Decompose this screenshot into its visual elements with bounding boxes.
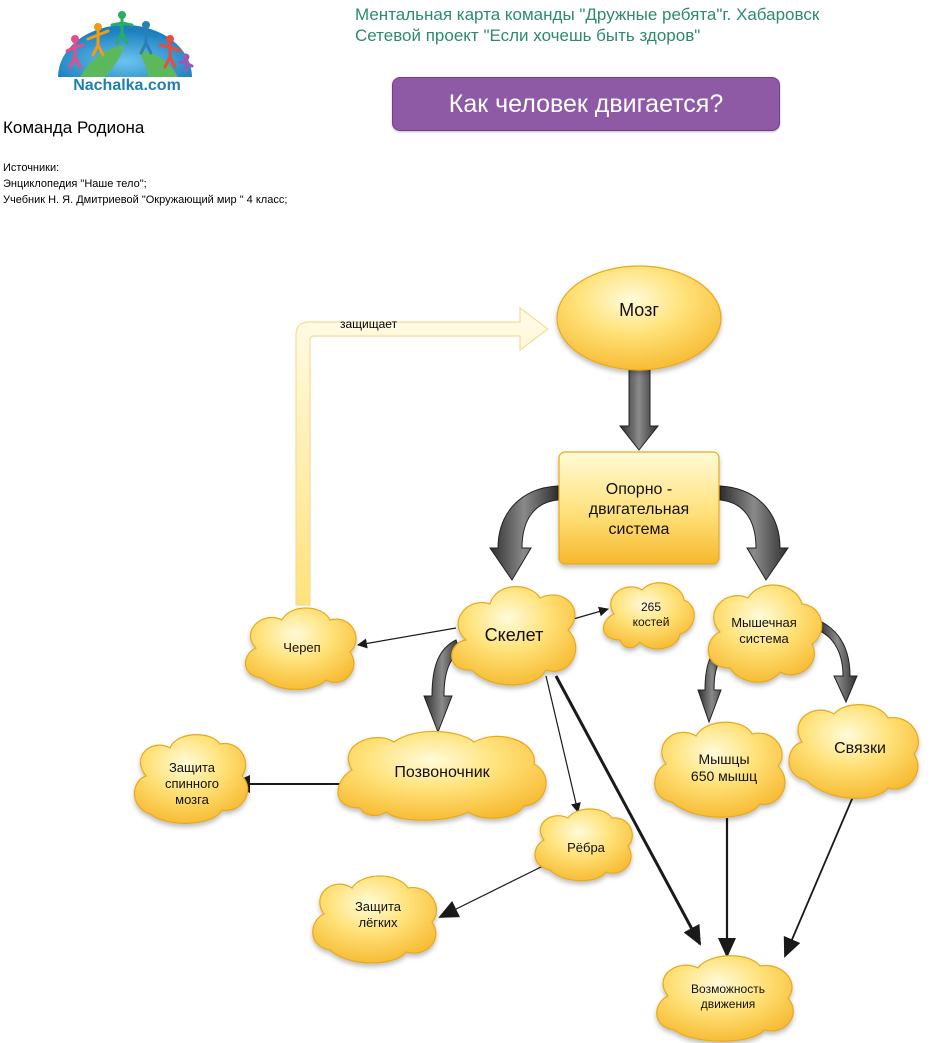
node-ligaments-shape <box>788 704 919 799</box>
node-skeleton-label: Скелет <box>484 624 544 645</box>
node-skull-shape <box>244 607 357 690</box>
node-skeleton[interactable]: Скелет <box>462 618 566 652</box>
node-muscles-label-1: Мышцы <box>698 750 750 767</box>
node-brain-label: Мозг <box>619 299 659 320</box>
page-title: Как человек двигается? <box>392 77 780 131</box>
node-spinal-protect-label-1: Защита <box>168 759 216 775</box>
node-spine-shape <box>337 730 547 821</box>
node-skeleton-shape <box>451 586 577 686</box>
logo-globe-icon <box>58 11 194 77</box>
node-system-label-1: Опорно - <box>605 481 673 498</box>
header-line-2: Сетевой проект "Если хочешь быть здоров" <box>355 26 701 45</box>
node-spinal-protect-shape <box>134 734 249 824</box>
node-lung-protect-shape <box>312 875 437 964</box>
node-ligaments-label: Связки <box>834 740 886 757</box>
node-skull[interactable]: Череп <box>252 636 352 660</box>
node-movement-label-1: Возможность <box>691 982 765 996</box>
node-skull-label: Череп <box>283 639 321 655</box>
node-ribs-shape <box>534 808 633 882</box>
logo[interactable]: Nachalka.com <box>50 5 200 97</box>
node-lung-protection[interactable]: Защита лёгких <box>320 896 436 934</box>
node-brain[interactable]: Мозг <box>570 288 708 332</box>
node-movement[interactable]: Возможность движения <box>662 980 794 1014</box>
node-system-label-2: двигательная <box>588 501 690 518</box>
team-name: Команда Родиона <box>3 118 145 137</box>
node-muscle-system[interactable]: Мышечная система <box>714 612 814 650</box>
node-muscle-system-label-2: система <box>739 631 789 646</box>
node-spinal-protect-label-3: мозга <box>175 792 209 808</box>
node-bones-shape <box>602 582 695 650</box>
connector-lines <box>230 606 856 958</box>
node-bones-label-1: 265 <box>640 600 662 614</box>
node-ribs-label: Рёбра <box>567 839 605 855</box>
arrow-system-to-muscle-system <box>719 485 789 581</box>
node-ribs[interactable]: Рёбра <box>540 836 632 860</box>
node-system-shape <box>558 451 720 565</box>
node-muscle-system-label-1: Мышечная <box>731 614 797 630</box>
node-bones-label-2: костей <box>632 615 670 629</box>
node-ligaments[interactable]: Связки <box>800 736 920 762</box>
node-musculoskeletal-system[interactable]: Опорно - двигательная система <box>561 474 717 546</box>
node-spinal-protect-label-2: спинного <box>164 775 220 791</box>
logo-text: Nachalka.com <box>73 77 181 94</box>
node-muscles-shape <box>654 721 786 818</box>
protects-arrow <box>295 306 549 606</box>
protects-label: защищает <box>340 317 398 331</box>
arrow-muscle-system-to-ligaments <box>817 621 858 704</box>
node-brain-shape <box>556 265 722 371</box>
node-muscle-system-shape <box>707 584 823 683</box>
source-item: Энциклопедия "Наше тело"; <box>3 178 147 190</box>
node-lung-protect-label-2: лёгких <box>358 915 398 930</box>
node-system-label-3: система <box>608 521 670 538</box>
node-spine-label: Позвоночник <box>394 764 490 781</box>
node-movement-shape <box>656 955 794 1042</box>
node-spine[interactable]: Позвоночник <box>356 760 528 786</box>
sources-label: Источники: <box>3 162 60 174</box>
source-item: Учебник Н. Я. Дмитриевой "Окружающий мир… <box>3 194 288 206</box>
header-line-1: Ментальная карта команды "Дружные ребята… <box>355 5 820 24</box>
node-lung-protect-label-1: Защита <box>354 898 402 914</box>
node-muscles[interactable]: Мышцы 650 мышц <box>662 748 786 788</box>
arrow-system-to-skeleton <box>489 485 559 581</box>
sources: Источники: Энциклопедия "Наше тело"; Уче… <box>3 160 287 208</box>
node-spinal-protection[interactable]: Защита спинного мозга <box>140 756 244 812</box>
node-bones[interactable]: 265 костей <box>612 597 690 633</box>
node-muscles-label-2: 650 мышц <box>690 768 758 784</box>
node-movement-label-2: движения <box>700 997 756 1011</box>
arrow-brain-to-system <box>618 369 660 451</box>
